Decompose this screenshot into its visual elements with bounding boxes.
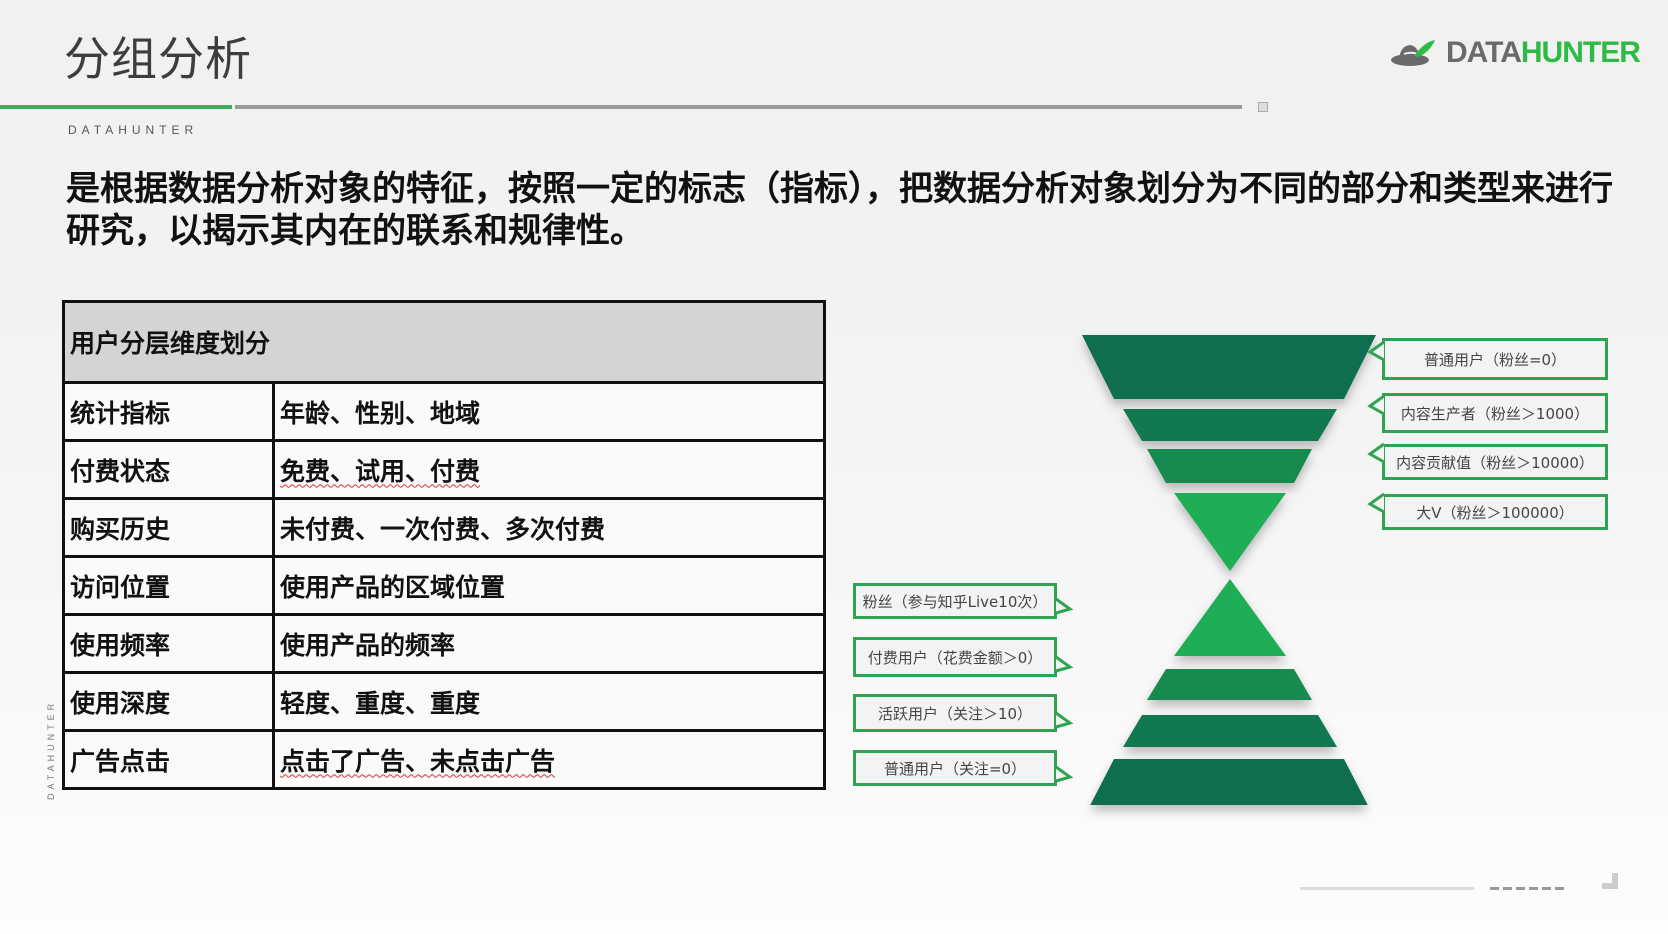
callout-top-3: 内容贡献值（粉丝＞10000） [1382, 444, 1608, 480]
hourglass-bottom-tier-3 [1147, 669, 1312, 700]
row-value: 轻度、重度、重度 [272, 671, 826, 732]
table-row: 使用深度轻度、重度、重度 [62, 671, 826, 732]
callout-bottom-1: 粉丝（参与知乎Live10次） [853, 583, 1057, 619]
callout-tails-left [1055, 597, 1074, 783]
table-row: 付费状态免费、试用、付费 [62, 439, 826, 500]
row-value: 免费、试用、付费 [272, 439, 826, 500]
row-label: 使用深度 [62, 671, 275, 732]
divider-end-marker [1258, 102, 1268, 112]
logo-text-data: DATA [1446, 36, 1522, 69]
callout-top-1: 普通用户（粉丝=0） [1382, 338, 1608, 380]
corner-mark [1602, 873, 1618, 889]
hourglass-diagram [1082, 335, 1376, 805]
row-value: 使用产品的区域位置 [272, 555, 826, 616]
row-value: 未付费、一次付费、多次付费 [272, 497, 826, 558]
hourglass-top-tier-4 [1174, 493, 1286, 571]
row-value: 年龄、性别、地域 [272, 381, 826, 442]
segmentation-table: 用户分层维度划分 统计指标年龄、性别、地域 付费状态免费、试用、付费 购买历史未… [62, 300, 826, 790]
header-accent-line [0, 105, 232, 109]
row-value: 点击了广告、未点击广告 [272, 729, 826, 790]
logo: DATAHUNTER [1390, 36, 1641, 70]
row-label: 使用频率 [62, 613, 275, 674]
footer-line [1300, 887, 1474, 890]
side-brand-vertical: DATAHUNTER [46, 699, 56, 800]
header-divider-line [235, 105, 1242, 109]
footer-dashes [1490, 887, 1568, 890]
brand-subtitle: DATAHUNTER [68, 123, 199, 137]
spellcheck-text: 点击了广告、未点击广告 [280, 746, 556, 776]
callout-bottom-2: 付费用户（花费金额＞0） [853, 637, 1057, 677]
row-label: 访问位置 [62, 555, 275, 616]
table-header: 用户分层维度划分 [62, 300, 826, 384]
row-label: 统计指标 [62, 381, 275, 442]
callout-top-2: 内容生产者（粉丝＞1000） [1382, 393, 1608, 433]
row-value: 使用产品的频率 [272, 613, 826, 674]
callout-bottom-4: 普通用户（关注=0） [853, 750, 1057, 786]
callout-top-4: 大V（粉丝＞100000） [1382, 494, 1608, 530]
table-row: 访问位置使用产品的区域位置 [62, 555, 826, 616]
row-label: 购买历史 [62, 497, 275, 558]
hat-feather-icon [1391, 40, 1435, 66]
hourglass-bottom-tier-4 [1174, 579, 1286, 656]
table-row: 购买历史未付费、一次付费、多次付费 [62, 497, 826, 558]
hourglass-bottom-tier-2 [1123, 715, 1337, 747]
callout-bottom-3: 活跃用户（关注＞10） [853, 694, 1057, 732]
row-label: 付费状态 [62, 439, 275, 500]
description-text: 是根据数据分析对象的特征，按照一定的标志（指标），把数据分析对象划分为不同的部分… [66, 169, 1613, 251]
table-row: 统计指标年龄、性别、地域 [62, 381, 826, 442]
hourglass-top-tier-3 [1147, 449, 1312, 483]
logo-text-hunter: HUNTER [1520, 36, 1641, 69]
table-row: 使用频率使用产品的频率 [62, 613, 826, 674]
hourglass-top-tier-2 [1123, 409, 1337, 441]
row-label: 广告点击 [62, 729, 275, 790]
page-title: 分组分析 [64, 32, 252, 86]
spellcheck-text: 免费、试用、付费 [280, 456, 481, 486]
hourglass-top-tier-1 [1082, 335, 1376, 399]
table-row: 广告点击点击了广告、未点击广告 [62, 729, 826, 790]
callout-tails-right [1367, 340, 1385, 514]
hourglass-bottom-tier-1 [1090, 759, 1368, 805]
